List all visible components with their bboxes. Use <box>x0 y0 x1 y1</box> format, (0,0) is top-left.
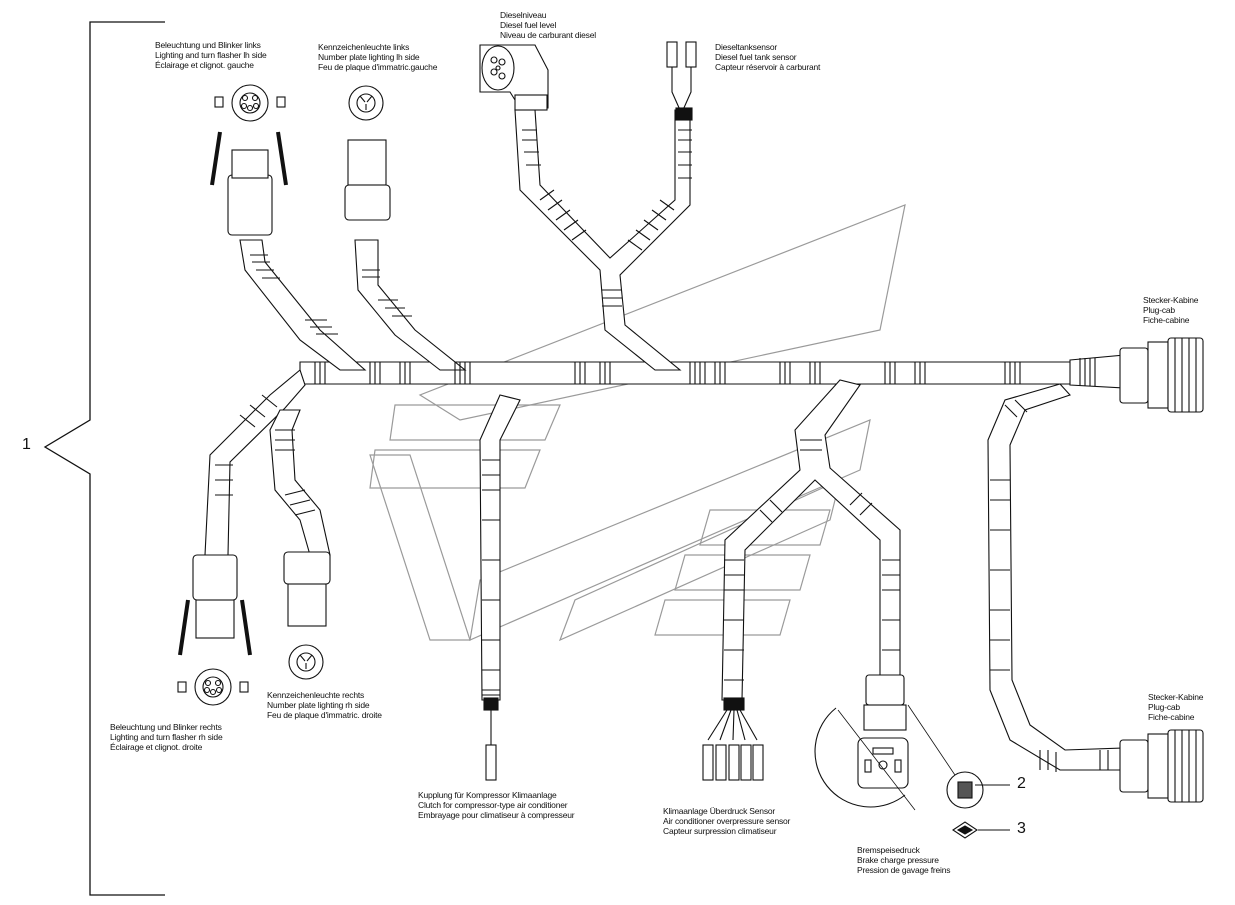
label-line: Beleuchtung und Blinker links <box>155 40 261 50</box>
label-diesel-tank: Dieseltanksensor Diesel fuel tank sensor… <box>715 42 820 72</box>
label-line: Feu de plaque d'immatric.gauche <box>318 62 438 72</box>
label-plug-cab-top: Stecker-Kabine Plug-cab Fiche-cabine <box>1143 295 1199 325</box>
label-line: Dieselniveau <box>500 10 547 20</box>
label-line: Éclairage et clignot. droite <box>110 742 203 752</box>
label-diesel-level: Dieselniveau Diesel fuel level Niveau de… <box>500 10 596 40</box>
compressor-terminal <box>483 697 499 781</box>
harness-main <box>204 109 1126 771</box>
label-line: Brake charge pressure <box>857 855 939 865</box>
label-line: Beleuchtung und Blinker rechts <box>110 722 222 732</box>
label-lighting-right: Beleuchtung und Blinker rechts Lighting … <box>110 722 223 752</box>
label-line: Diesel fuel level <box>500 20 557 30</box>
label-line: Air conditioner overpressure sensor <box>663 816 791 826</box>
callout-1: 1 <box>22 436 31 453</box>
label-line: Diesel fuel tank sensor <box>715 52 797 62</box>
label-ac-sensor: Klimaanlage Überdruck Sensor Air conditi… <box>663 806 790 836</box>
label-line: Feu de plaque d'immatric. droite <box>267 710 382 720</box>
label-line: Lighting and turn flasher rh side <box>110 732 223 742</box>
brake-pressure-connector <box>814 674 984 839</box>
label-line: Niveau de carburant diesel <box>500 30 596 40</box>
harness-bands <box>215 129 1109 772</box>
diesel-tank-terminals <box>666 41 697 121</box>
label-line: Plug-cab <box>1143 305 1175 315</box>
connectors <box>177 41 1204 839</box>
plate-left-plug <box>344 85 391 221</box>
cab-plug-bottom <box>1119 729 1204 803</box>
label-line: Fiche-cabine <box>1148 712 1195 722</box>
callout-3: 3 <box>1017 820 1026 837</box>
label-plug-cab-bottom: Stecker-Kabine Plug-cab Fiche-cabine <box>1148 692 1204 722</box>
label-line: Stecker-Kabine <box>1148 692 1204 702</box>
lighting-right-plug <box>177 554 252 706</box>
label-line: Stecker-Kabine <box>1143 295 1199 305</box>
label-line: Klimaanlage Überdruck Sensor <box>663 806 776 816</box>
label-line: Lighting and turn flasher lh side <box>155 50 267 60</box>
ac-sensor-terminals <box>702 697 764 781</box>
label-line: Éclairage et clignot. gauche <box>155 60 254 70</box>
label-compressor: Kupplung für Kompressor Klimaanlage Clut… <box>418 790 575 820</box>
label-lighting-left: Beleuchtung und Blinker links Lighting a… <box>155 40 267 70</box>
label-line: Clutch for compressor-type air condition… <box>418 800 568 810</box>
label-line: Number plate lighting lh side <box>318 52 420 62</box>
label-line: Fiche-cabine <box>1143 315 1190 325</box>
label-line: Dieseltanksensor <box>715 42 777 52</box>
callout-2: 2 <box>1017 775 1026 792</box>
label-line: Pression de gavage freins <box>857 865 951 875</box>
label-line: Plug-cab <box>1148 702 1180 712</box>
label-line: Kennzeichenleuchte rechts <box>267 690 365 700</box>
label-plate-left: Kennzeichenleuchte links Number plate li… <box>318 42 437 72</box>
plate-right-plug <box>283 551 331 680</box>
label-line: Embrayage pour climatiseur à compresseur <box>418 810 575 820</box>
label-line: Number plate lighting rh side <box>267 700 370 710</box>
label-plate-right: Kennzeichenleuchte rechts Number plate l… <box>267 690 382 720</box>
cab-plug-top <box>1119 337 1204 413</box>
lighting-left-plug-top <box>210 84 288 236</box>
label-brake: Bremspeisedruck Brake charge pressure Pr… <box>857 845 950 875</box>
label-line: Capteur réservoir à carburant <box>715 62 821 72</box>
bracket-1 <box>43 21 165 896</box>
label-line: Kennzeichenleuchte links <box>318 42 410 52</box>
label-line: Bremspeisedruck <box>857 845 920 855</box>
label-line: Kupplung für Kompressor Klimaanlage <box>418 790 557 800</box>
diesel-level-connector <box>479 44 549 111</box>
label-line: Capteur surpression climatiseur <box>663 826 777 836</box>
